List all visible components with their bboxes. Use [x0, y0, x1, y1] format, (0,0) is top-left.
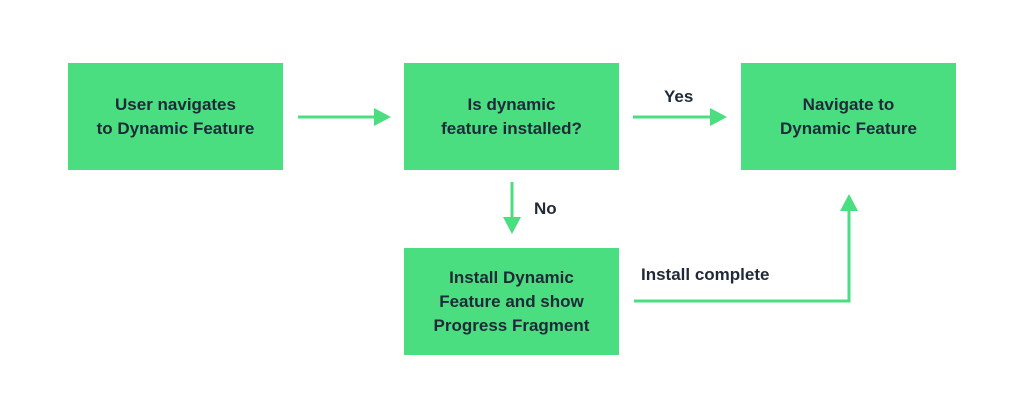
edge-label-install-complete: Install complete: [641, 265, 770, 284]
node-user-navigates: User navigates to Dynamic Feature: [68, 63, 283, 170]
arrowhead-decision-to-install: [503, 217, 521, 234]
node-navigate-to-feature: Navigate to Dynamic Feature: [741, 63, 956, 170]
arrow-install-to-navigate-line: [634, 211, 851, 303]
node-is-feature-installed-label: Is dynamic feature installed?: [441, 94, 582, 138]
arrowhead-decision-to-navigate: [710, 108, 727, 126]
arrowhead-start-to-decision: [374, 108, 391, 126]
edge-label-yes: Yes: [664, 87, 694, 106]
node-install-feature-label: Install Dynamic Feature and show Progres…: [433, 267, 590, 335]
node-navigate-to-feature-label: Navigate to Dynamic Feature: [780, 94, 917, 138]
arrowhead-install-to-navigate: [840, 194, 858, 211]
node-user-navigates-label: User navigates to Dynamic Feature: [96, 94, 255, 138]
node-is-feature-installed: Is dynamic feature installed?: [404, 63, 619, 170]
edge-label-no: No: [534, 199, 557, 218]
node-install-feature: Install Dynamic Feature and show Progres…: [404, 248, 619, 355]
